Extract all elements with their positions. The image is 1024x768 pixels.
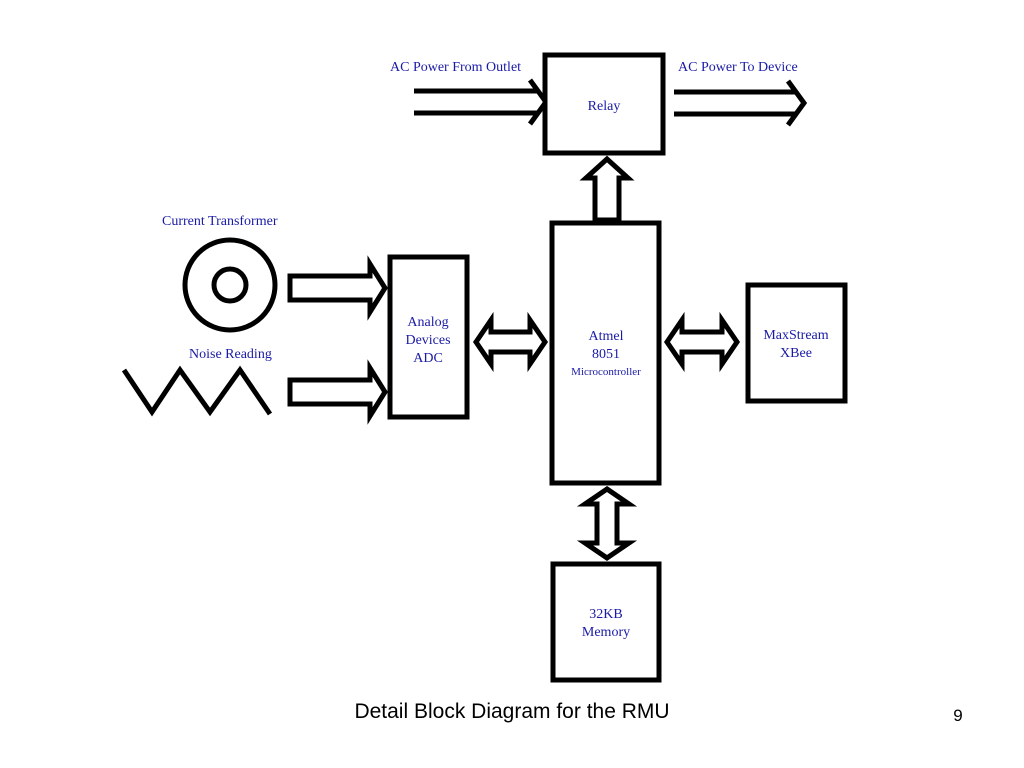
slide-number: 9 [953, 706, 963, 725]
relay-label: Relay [588, 99, 621, 114]
adc-block [387, 254, 470, 420]
current-transformer-label: Current Transformer [162, 214, 278, 229]
mcu-label-line3: Microcontroller [571, 366, 641, 378]
mcu-memory-bidirectional-arrow [576, 485, 638, 562]
memory-block [550, 561, 662, 683]
mcu-xbee-bidirectional-arrow [663, 311, 741, 373]
xbee-label-line1: MaxStream [763, 328, 828, 343]
mcu-label-line1: Atmel [589, 329, 624, 344]
mcu-label-line2: 8051 [592, 347, 620, 362]
ac-in-label: AC Power From Outlet [390, 60, 521, 75]
current-transformer-icon [182, 237, 278, 333]
mcu-to-relay-arrow [579, 155, 635, 223]
noise-reading-label: Noise Reading [189, 347, 272, 362]
xbee-block [745, 282, 848, 404]
mcu-block [549, 220, 662, 486]
adc-label-line2: Devices [405, 333, 450, 348]
memory-label-line2: Memory [582, 625, 630, 640]
noise-to-adc-arrow [287, 359, 388, 425]
adc-label-line3: ADC [413, 351, 443, 366]
ct-to-adc-arrow [287, 255, 388, 321]
ac-output-arrow [674, 79, 808, 127]
xbee-label-line2: XBee [780, 346, 812, 361]
ac-input-arrow [414, 78, 550, 126]
memory-label-line1: 32KB [589, 607, 622, 622]
adc-mcu-bidirectional-arrow [472, 311, 549, 373]
ac-out-label: AC Power To Device [678, 60, 798, 75]
block-diagram: AC Power From Outlet Relay AC Power To D… [121, 52, 848, 683]
relay-block [542, 52, 666, 156]
slide-caption: Detail Block Diagram for the RMU [354, 700, 670, 723]
noise-waveform-icon [121, 365, 273, 417]
adc-label-line1: Analog [407, 315, 448, 330]
